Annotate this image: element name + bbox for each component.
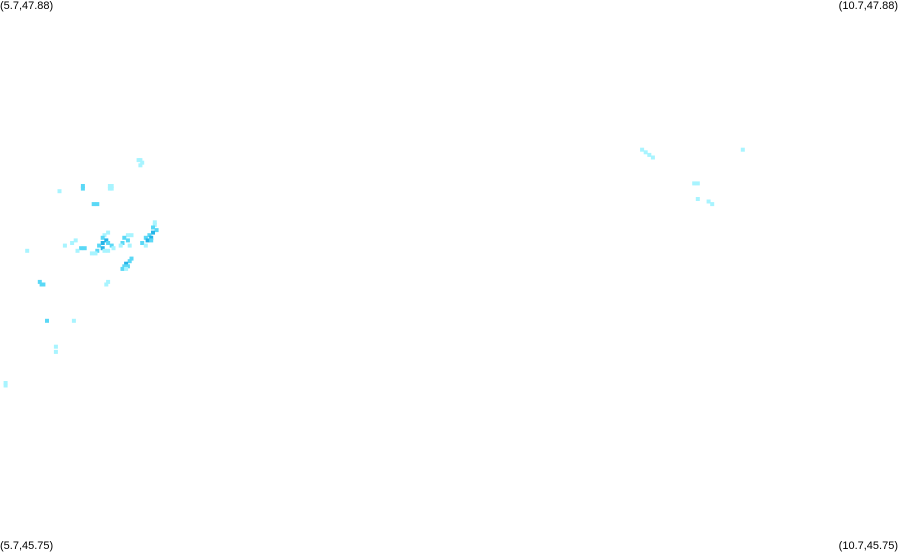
precip-cell [109, 243, 114, 248]
precip-cell [37, 279, 42, 284]
precip-cell [129, 233, 134, 238]
precip-cell [140, 160, 145, 165]
precip-cell [75, 248, 80, 253]
precip-cell [106, 279, 111, 284]
precip-cell [127, 259, 132, 264]
precip-cell [122, 264, 127, 269]
precip-cell [3, 381, 8, 385]
precip-cell [125, 264, 130, 269]
precip-cell [25, 248, 30, 253]
precip-cell [100, 241, 105, 245]
precip-cell [109, 184, 114, 188]
precip-cell [154, 228, 159, 233]
precip-cell [120, 266, 125, 271]
precip-cell [95, 202, 100, 207]
precip-cell [57, 189, 62, 194]
precip-cell [692, 181, 697, 186]
precip-cell [102, 248, 107, 253]
precip-cell [152, 222, 157, 227]
precip-cell [695, 181, 700, 186]
corner-label-top-right: (10.7,47.88) [838, 0, 898, 12]
precip-cell [73, 238, 78, 243]
precip-cell [125, 238, 130, 243]
precip-cell [149, 238, 154, 243]
precip-cell [143, 243, 148, 248]
precip-cell [125, 233, 130, 238]
precip-cell [640, 147, 645, 152]
precip-cell [120, 241, 125, 245]
precip-cell [104, 282, 109, 287]
precip-cell [95, 248, 100, 253]
precip-cell [106, 230, 111, 235]
precip-cell [706, 199, 711, 204]
precip-cell [740, 147, 745, 152]
precip-cell [149, 235, 154, 240]
precip-cell [118, 243, 123, 248]
precip-cell [100, 246, 105, 251]
precip-cell [70, 241, 75, 245]
corner-label-top-left: (5.7,47.88) [0, 0, 54, 12]
precip-cell [152, 220, 157, 225]
precip-cell [122, 235, 127, 240]
precip-cell [106, 241, 111, 245]
precip-cell [3, 383, 8, 388]
precip-cell [124, 266, 129, 271]
precip-cell [143, 235, 148, 240]
precip-cell [147, 233, 152, 238]
precip-cell [41, 282, 46, 287]
precip-cell [45, 318, 49, 323]
precip-cell [106, 248, 111, 253]
corner-label-bottom-right: (10.7,45.75) [838, 540, 898, 552]
precip-cell [647, 152, 652, 157]
precip-cell [643, 150, 648, 155]
precip-cell [136, 158, 141, 163]
precip-cell [129, 256, 134, 261]
precip-cell [109, 186, 114, 191]
precip-cell [71, 318, 76, 323]
precip-cell [151, 230, 155, 235]
precip-cell [145, 238, 150, 243]
precip-cell [89, 251, 94, 256]
precip-cell [710, 202, 715, 207]
precip-cell [102, 233, 107, 238]
precip-cell [80, 184, 85, 188]
precip-cell [650, 155, 655, 160]
precip-cell [127, 243, 132, 248]
precip-cell [62, 243, 67, 248]
corner-label-bottom-left: (5.7,45.75) [0, 540, 54, 552]
precip-cell [91, 202, 96, 207]
precip-cell [97, 243, 102, 248]
precip-cell [124, 261, 129, 266]
precip-cell [140, 241, 145, 245]
precip-cell [100, 235, 105, 240]
precip-cell [695, 197, 700, 201]
precip-cell [138, 163, 143, 168]
precip-cell [151, 225, 155, 230]
precip-cell [53, 344, 58, 349]
precip-cell [79, 246, 84, 251]
precip-cell [53, 349, 58, 354]
precip-cell [82, 246, 87, 251]
precip-cell [93, 251, 98, 256]
precip-cell [104, 238, 109, 243]
precip-cell [111, 246, 116, 251]
precip-cell [80, 186, 85, 191]
